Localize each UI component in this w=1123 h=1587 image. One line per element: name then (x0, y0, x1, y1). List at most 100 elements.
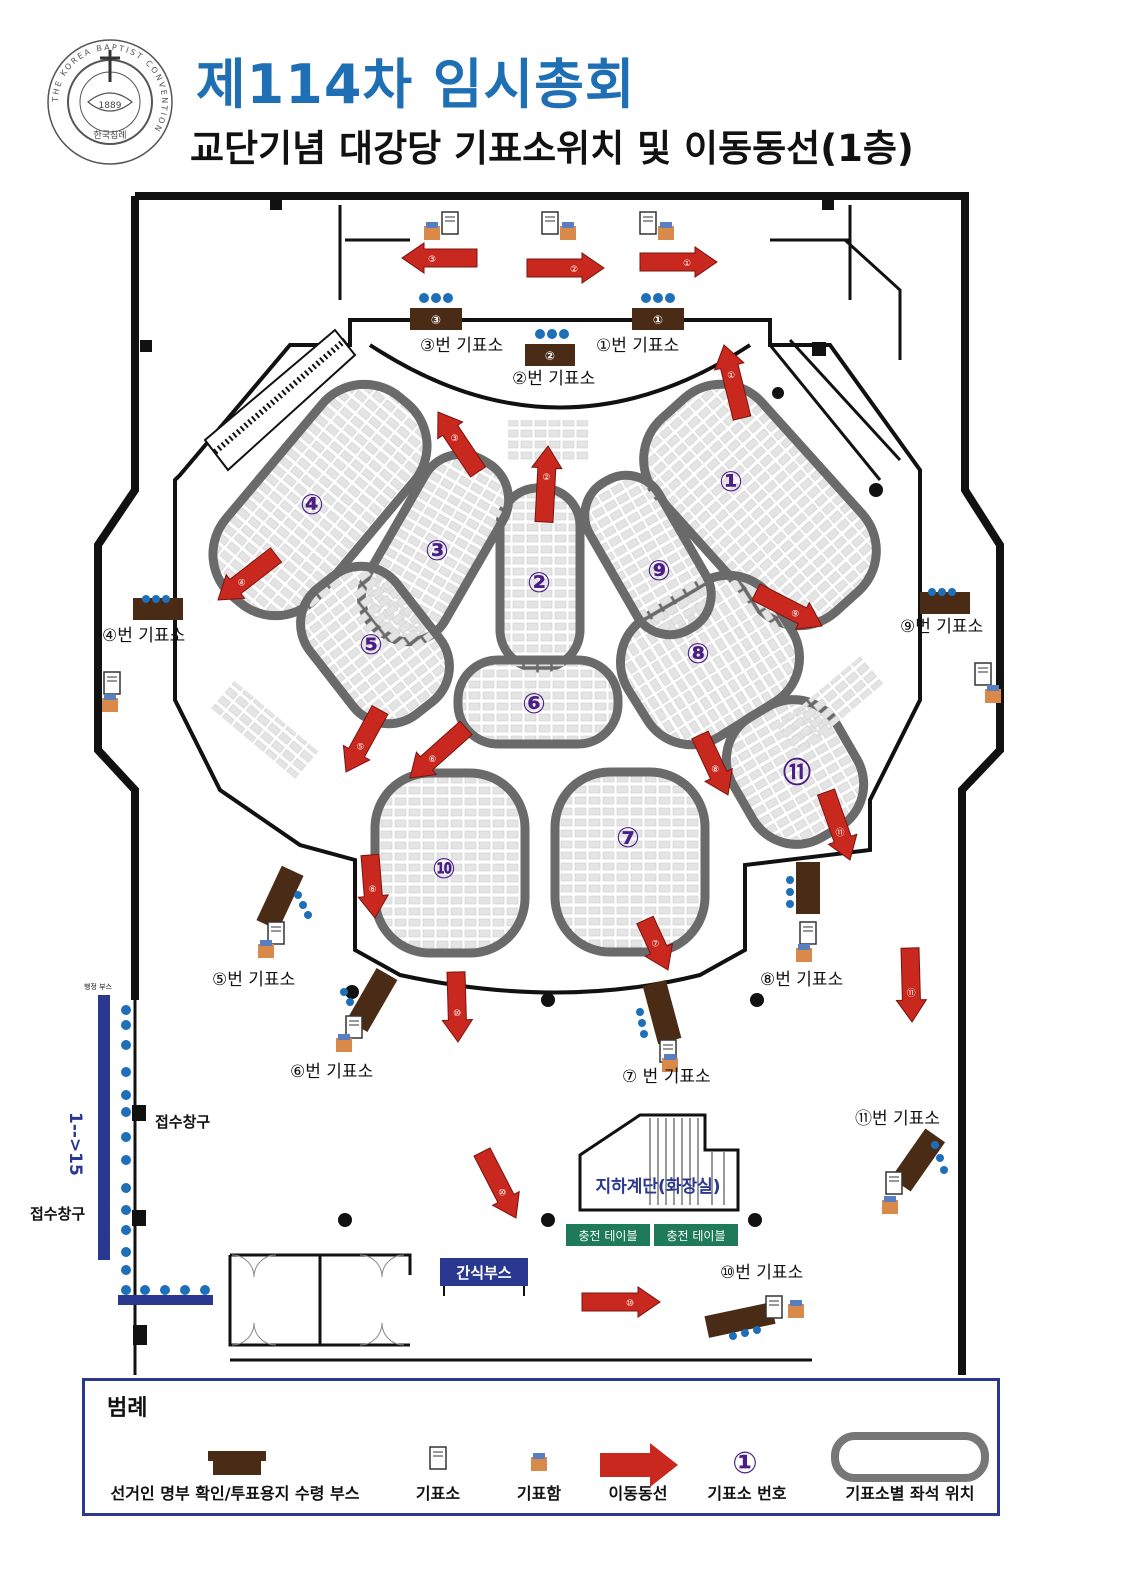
entrance-doors (231, 1254, 405, 1346)
movement-arrow-9: ⑤ (342, 704, 389, 773)
voting-booth-icon (429, 1446, 447, 1470)
legend-graphics: 범례 ① 선거인 명부 확인/투표용지 수령 부스 기표소 기표함 이동동선 기… (107, 1396, 989, 1503)
booth-number-icon: ① (732, 1446, 757, 1481)
movement-arrow-number: ① (683, 259, 691, 269)
legend-title: 범례 (107, 1396, 147, 1421)
movement-arrow-13: ⑥ (357, 853, 390, 919)
section-number-2: ② (527, 566, 551, 599)
seat-area-5 (296, 561, 454, 729)
booth-label-3: ③번 기표소 (420, 336, 503, 356)
hall-inner-wall (173, 318, 922, 995)
booth-badge-3: ③ (431, 313, 441, 327)
red-arrow-icon (600, 1443, 678, 1487)
movement-arrow-number: ③ (451, 434, 459, 444)
reception-counter-label-2: 접수창구 (30, 1205, 85, 1223)
reception-range-label: 1-->15 (65, 1112, 85, 1176)
ballot-box-icon (531, 1453, 547, 1471)
admin-booth-label: 행정 부스 (84, 982, 113, 991)
movement-arrow-number: ② (570, 265, 578, 275)
movement-arrows: ③ ② ① ① ③ ② ④ ⑨ ⑤ ⑥ ⑧ ⑪ ⑥ ⑦ ⑩ ⑪ ⑩ ⑩ (217, 242, 928, 1318)
movement-arrow-7: ④ (217, 547, 283, 601)
booth-label-9: ⑨번 기표소 (900, 617, 983, 637)
legend-label-registry: 선거인 명부 확인/투표용지 수령 부스 (111, 1484, 360, 1503)
movement-arrow-number: ⑪ (907, 988, 916, 999)
page-subtitle: 교단기념 대강당 기표소위치 및 이동동선(1층) (190, 127, 914, 170)
section-number-5: ⑤ (359, 628, 383, 661)
movement-arrow-number: ⑨ (791, 609, 799, 619)
snack-booth-label: 간식부스 (456, 1264, 511, 1282)
booth-label-1: ①번 기표소 (596, 336, 679, 356)
movement-arrow-10: ⑥ (409, 720, 473, 779)
charging-table-label-2: 충전 테이블 (666, 1229, 725, 1243)
registry-desk-icon (208, 1451, 266, 1475)
movement-arrow-15: ⑩ (441, 971, 474, 1043)
registry-desk-2 (525, 344, 575, 366)
movement-arrow-number: ⑥ (369, 885, 377, 895)
seating-areas (208, 379, 881, 958)
movement-arrow-4: ① (713, 344, 752, 421)
basement-stairs-label: 지하계단(화장실) (595, 1177, 720, 1197)
registry-desk-5 (256, 865, 304, 931)
section-number-11: ⑪ (783, 756, 811, 789)
section-number-8: ⑧ (686, 637, 710, 670)
movement-arrow-17: ⑩ (473, 1147, 520, 1219)
movement-arrow-18: ⑩ (581, 1286, 661, 1318)
booth-label-2: ②번 기표소 (512, 369, 595, 389)
booth-label-11: ⑪번 기표소 (855, 1109, 940, 1129)
movement-arrow-16: ⑪ (895, 947, 928, 1023)
legend-box: 범례 ① 선거인 명부 확인/투표용지 수령 부스 기표소 기표함 이동동선 기… (82, 1378, 1000, 1516)
seat-area-outline-icon (831, 1432, 989, 1482)
movement-arrow-6: ② (530, 445, 563, 523)
movement-arrow-number: ⑧ (711, 765, 719, 775)
legend-label-seat-area: 기표소별 좌석 위치 (846, 1484, 975, 1503)
movement-arrow-5: ③ (437, 411, 487, 478)
legend-label-arrow: 이동동선 (609, 1484, 668, 1503)
movement-arrow-number: ⑪ (836, 828, 845, 839)
movement-arrow-12: ⑪ (816, 788, 858, 861)
snack-booth: 간식부스 (440, 1258, 528, 1296)
movement-arrow-14: ⑦ (636, 915, 674, 971)
registry-desk-7 (642, 979, 682, 1045)
reception-counter-label-1: 접수창구 (155, 1113, 210, 1131)
seat-area-9 (580, 470, 716, 640)
booth-badge-1: ① (653, 313, 663, 327)
registry-desk-1 (632, 308, 684, 330)
basement-stairs: 지하계단(화장실) (578, 1113, 740, 1212)
section-number-9: ⑨ (647, 554, 671, 587)
seat-area-6 (453, 655, 623, 749)
entrance-corridor (228, 1253, 412, 1347)
section-number-3: ③ (425, 534, 449, 567)
section-number-7: ⑦ (616, 821, 640, 854)
section-number-6: ⑥ (522, 687, 546, 720)
movement-arrow-number: ⑩ (498, 1188, 506, 1198)
movement-arrow-number: ② (542, 473, 550, 483)
left-staircase (203, 328, 357, 472)
movement-arrow-number: ⑤ (356, 743, 364, 753)
registry-desk-9 (920, 592, 970, 614)
movement-arrow-number: ③ (428, 255, 436, 265)
booth-label-8: ⑧번 기표소 (760, 970, 843, 990)
booth-label-4: ④번 기표소 (102, 626, 185, 646)
booth-label-5: ⑤번 기표소 (212, 970, 295, 990)
movement-arrow-number: ⑩ (626, 1299, 634, 1309)
movement-arrow-number: ① (727, 371, 735, 381)
staff-seats (142, 293, 956, 1340)
stage-edge (368, 343, 752, 410)
charging-tables: 충전 테이블 충전 테이블 (566, 1224, 738, 1246)
movement-arrow-number: ⑦ (651, 940, 659, 950)
legend-label-number: 기표소 번호 (707, 1484, 786, 1503)
movement-arrow-number: ⑥ (428, 755, 436, 765)
booth-label-7: ⑦ 번 기표소 (622, 1067, 711, 1087)
booth-badge-2: ② (545, 349, 555, 363)
building-walls (94, 192, 1004, 1375)
movement-arrow-1: ③ (401, 242, 478, 274)
registry-desk-8 (796, 862, 820, 914)
section-number-1: ① (719, 465, 743, 498)
movement-arrow-11: ⑧ (691, 730, 733, 796)
legend-label-booth: 기표소 (416, 1484, 460, 1503)
booth-label-10: ⑩번 기표소 (720, 1263, 803, 1283)
registry-desk-10 (704, 1302, 776, 1338)
section-number-4: ④ (300, 488, 324, 521)
